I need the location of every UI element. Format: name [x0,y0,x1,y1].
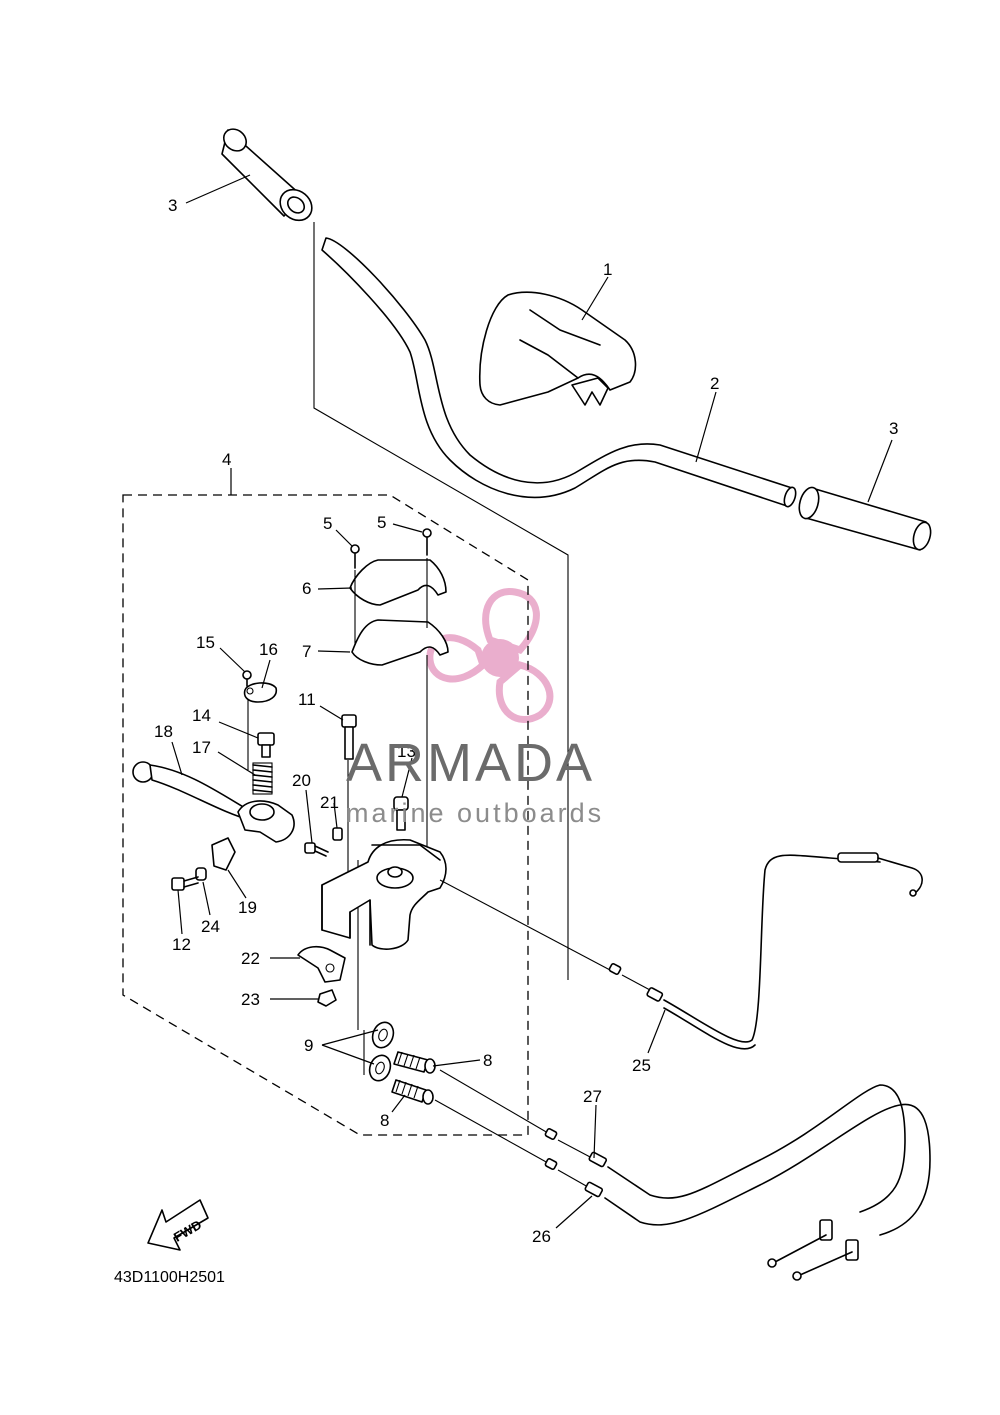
handlebar-cover [478,291,637,406]
collar-24 [195,867,207,881]
callout-23: 23 [241,990,260,1009]
callout-4: 4 [222,450,231,469]
collar-21 [332,827,343,841]
callout-11: 11 [298,690,316,709]
callout-12: 12 [172,935,191,954]
callout-17: 17 [192,738,211,757]
callout-15: 15 [196,633,215,652]
callout-6: 6 [302,579,311,598]
clamp-lower [351,619,449,666]
armada-propeller-logo [426,588,554,723]
screw-20 [304,842,329,857]
screw-15 [242,670,252,687]
leader-lines [171,174,893,1229]
screw-12 [171,876,199,891]
callout-3-right: 3 [889,419,898,438]
callout-27: 27 [583,1087,602,1106]
throttle-housing [321,838,447,950]
callout-8-lower: 8 [380,1111,389,1130]
drawing-code: 43D1100H2501 [114,1269,225,1286]
throttle-cable-26 [434,1099,931,1281]
throttle-cable-27 [439,1069,906,1268]
callout-14: 14 [192,706,211,725]
nut-23 [317,989,337,1007]
callout-5-left: 5 [323,514,332,533]
bolt-13 [393,796,409,831]
callout-3-left: 3 [168,196,177,215]
callout-8-upper: 8 [483,1051,492,1070]
washer-16 [243,682,278,703]
callout-21: 21 [320,793,339,812]
callout-20: 20 [292,771,311,790]
screw-5-left [350,544,360,569]
bolt-11 [341,714,357,760]
alignment-lines [247,558,428,1075]
handlebar-reference-frame [313,222,569,980]
forward-arrow-icon: FWD [147,1199,209,1251]
pivot-bolt-14 [257,732,275,758]
cable-adjuster-8-upper [393,1051,436,1074]
clip-19 [211,837,236,871]
callout-1: 1 [603,260,612,279]
callout-2: 2 [710,374,719,393]
callout-26: 26 [532,1227,551,1246]
right-grip [798,486,932,551]
callout-19: 19 [238,898,257,917]
watermark-tagline: marine outboards [346,798,604,828]
cable-adjuster-8-lower [391,1079,434,1105]
callout-22: 22 [241,949,260,968]
watermark-brand: ARMADA [346,733,595,793]
adjuster-nut-9-upper [371,1021,395,1049]
clamp-upper [349,559,447,606]
callout-labels: 1 2 3 3 4 5 5 6 7 8 8 9 11 12 13 14 15 1… [154,196,898,1246]
adjuster-nut-9-lower [368,1054,392,1082]
plate-22 [297,945,346,983]
callout-18: 18 [154,722,173,741]
callout-24: 24 [201,917,220,936]
throttle-cable-25 [439,852,923,1050]
spring-17 [252,762,273,795]
screw-5-right [422,528,432,556]
callout-13: 13 [397,742,416,761]
left-grip [221,128,313,222]
throttle-lever [132,761,295,843]
callout-5-right: 5 [377,513,386,532]
callout-7: 7 [302,642,311,661]
handlebar [321,237,797,508]
assembly-boundary [122,494,529,1136]
callout-16: 16 [259,640,278,659]
callout-9: 9 [304,1036,313,1055]
callout-25: 25 [632,1056,651,1075]
